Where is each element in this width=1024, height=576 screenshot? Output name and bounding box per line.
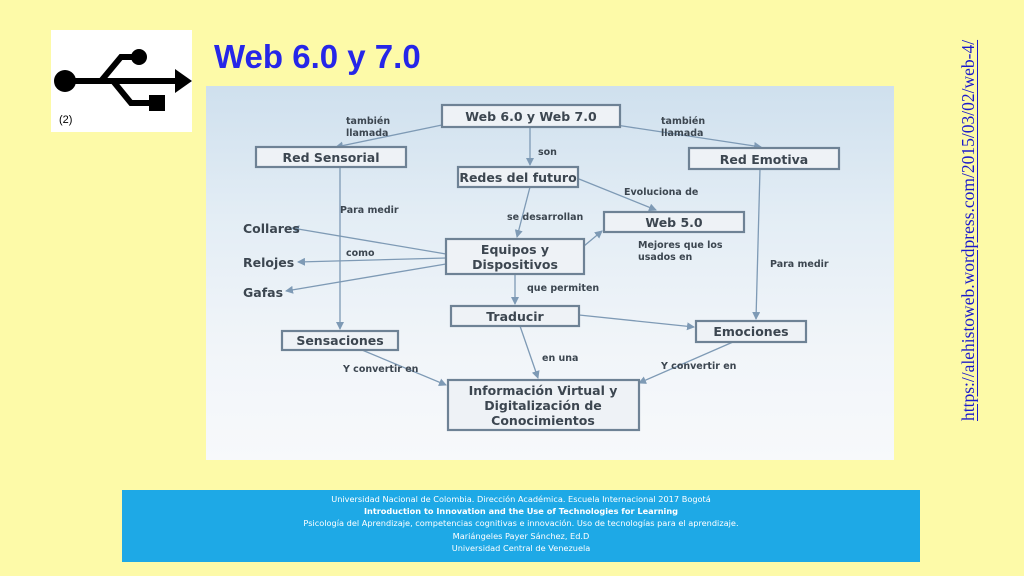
edge-traducir-info (519, 325, 540, 379)
label-tambien-left-2: llamada (346, 128, 388, 139)
node-redes-futuro-label: Redes del futuro (459, 170, 577, 185)
edge-redemotiva-emociones (752, 168, 761, 320)
edge-redes-web5 (578, 178, 657, 212)
label-convertir-right: Y convertir en (660, 361, 737, 372)
node-web67-label: Web 6.0 y Web 7.0 (465, 109, 597, 124)
node-emociones-label: Emociones (713, 324, 788, 339)
node-redes-futuro: Redes del futuro (456, 165, 580, 189)
edge-sensaciones-info (361, 349, 447, 386)
edge-labels: también llamada también llamada son Evol… (340, 116, 829, 375)
edge-equipos-gafas (285, 263, 447, 294)
node-red-sensorial: Red Sensorial (254, 145, 408, 169)
label-mejores-2: usados en (638, 252, 693, 263)
edge-web67-redsensorial (335, 124, 443, 150)
footer-line-2: Introduction to Innovation and the Use o… (363, 506, 679, 517)
usb-logo: (2) (51, 30, 192, 132)
edge-web67-redemotiva (615, 124, 762, 150)
concept-map: también llamada también llamada son Evol… (206, 86, 894, 460)
edge-equipos-web5 (583, 230, 603, 247)
node-equipos-label-1: Equipos y (481, 242, 549, 257)
edge-traducir-emociones (578, 314, 695, 331)
label-mejores-1: Mejores que los (638, 240, 723, 251)
footer-credits: Universidad Nacional de Colombia. Direcc… (122, 490, 920, 562)
edge-equipos-relojes (297, 257, 447, 266)
node-sensaciones: Sensaciones (280, 329, 400, 352)
usb-icon (54, 49, 192, 111)
label-para-medir-right: Para medir (770, 259, 829, 270)
node-sensaciones-label: Sensaciones (296, 333, 383, 348)
edge-redes-equipos (514, 186, 531, 238)
footer-line-5: Universidad Central de Venezuela (451, 542, 591, 553)
source-url-link[interactable]: https://alehistoweb.wordpress.com/2015/0… (958, 40, 978, 422)
node-informacion-label-1: Información Virtual y (469, 383, 618, 398)
edges (285, 124, 762, 386)
footer-line-4: Mariángeles Payer Sánchez, Ed.D (452, 530, 590, 541)
label-son: son (538, 147, 557, 158)
leaf-gafas: Gafas (243, 285, 283, 300)
node-red-sensorial-label: Red Sensorial (283, 150, 380, 165)
node-web5-label: Web 5.0 (645, 215, 703, 230)
node-web67: Web 6.0 y Web 7.0 (440, 103, 622, 129)
node-emociones: Emociones (694, 319, 808, 344)
node-informacion-label-3: Conocimientos (491, 413, 595, 428)
leaf-collares: Collares (243, 221, 300, 236)
edge-emociones-info (638, 341, 734, 384)
label-tambien-left-1: también (346, 116, 390, 127)
node-web5: Web 5.0 (602, 210, 746, 234)
node-informacion-label-2: Digitalización de (484, 398, 602, 413)
label-para-medir-left: Para medir (340, 205, 399, 216)
label-tambien-right-2: llamada (661, 128, 703, 139)
leaf-relojes: Relojes (243, 255, 294, 270)
edge-equipos-collares (291, 225, 447, 255)
node-traducir-label: Traducir (486, 309, 544, 324)
footer-line-1: Universidad Nacional de Colombia. Direcc… (331, 494, 711, 504)
concept-map-svg: también llamada también llamada son Evol… (243, 103, 841, 432)
label-que-permiten: que permiten (527, 283, 599, 294)
label-tambien-right-1: también (661, 116, 705, 127)
label-evoluciona: Evoluciona de (624, 187, 698, 198)
label-en-una: en una (542, 353, 578, 364)
node-red-emotiva-label: Red Emotiva (720, 152, 808, 167)
node-equipos: Equipos y Dispositivos (444, 237, 586, 276)
node-traducir: Traducir (449, 304, 581, 328)
slide-title: Web 6.0 y 7.0 (214, 38, 421, 75)
node-red-emotiva: Red Emotiva (687, 146, 841, 171)
node-equipos-label-2: Dispositivos (472, 257, 558, 272)
node-informacion: Información Virtual y Digitalización de … (446, 378, 641, 432)
label-convertir-left: Y convertir en (342, 364, 419, 375)
logo-caption: (2) (59, 114, 73, 126)
footer-line-3: Psicología del Aprendizaje, competencias… (303, 518, 739, 529)
label-como: como (346, 248, 375, 259)
label-se-desarrollan: se desarrollan (507, 212, 584, 223)
